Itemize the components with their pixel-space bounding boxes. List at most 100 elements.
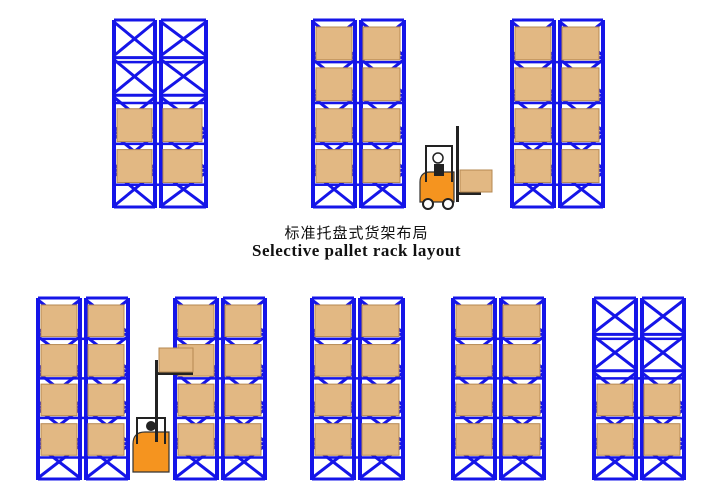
pallet-box <box>177 304 215 338</box>
pallet-box <box>362 67 401 102</box>
rack-beam <box>114 101 206 105</box>
rack-upright <box>682 298 686 480</box>
pallet-box <box>315 108 353 143</box>
pallet-box <box>561 67 600 102</box>
rack-beam <box>114 142 206 146</box>
pallet-box <box>315 149 353 183</box>
pallet-box <box>224 344 262 377</box>
pallet-box <box>40 423 78 456</box>
rack-beam <box>594 416 684 420</box>
pallet-box <box>502 383 541 417</box>
rack-beam <box>175 456 265 459</box>
rack-upright <box>159 20 163 208</box>
rack-upright <box>542 298 546 480</box>
rack-upright <box>78 298 82 480</box>
pallet-box <box>224 383 262 417</box>
rack-upright <box>558 20 562 208</box>
rack-upright <box>204 20 208 208</box>
rack-upright <box>601 20 605 208</box>
rack-upright <box>310 298 314 480</box>
rack-beam <box>453 416 544 420</box>
rack-beam <box>114 60 206 64</box>
pallet-box <box>362 26 401 61</box>
rack-brace <box>160 58 207 95</box>
pallet-box <box>502 304 541 338</box>
rack-upright <box>353 20 357 208</box>
rack-beam <box>512 60 603 64</box>
pallet-boxes-layer <box>40 26 681 456</box>
rack-beam <box>175 416 265 420</box>
rack-brace <box>160 20 207 57</box>
forklift-icon <box>419 126 493 210</box>
rack-beam <box>312 456 403 459</box>
rack-beam <box>512 183 603 186</box>
rack-beam <box>313 60 404 64</box>
pallet-box <box>116 108 153 143</box>
rack-beam <box>175 377 265 380</box>
rack-beam <box>453 377 544 380</box>
rack-beam <box>313 183 404 186</box>
rack-upright <box>112 20 116 208</box>
forklift-fork <box>157 372 193 375</box>
forklift-mast <box>155 360 158 442</box>
rack-brace <box>641 335 685 370</box>
rack-beam <box>38 416 128 420</box>
rack-upright <box>153 20 157 208</box>
pallet-box <box>361 344 400 377</box>
pallet-box <box>455 383 493 417</box>
forklift-mast <box>456 126 459 202</box>
rack-beam <box>312 337 403 341</box>
rack-upright <box>352 298 356 480</box>
pallet-box <box>162 149 203 183</box>
pallet-box <box>315 26 353 61</box>
pallet-box <box>87 344 125 377</box>
rack-beam <box>313 101 404 105</box>
rack-beam <box>312 377 403 380</box>
rack-upright <box>510 20 514 208</box>
pallet-box <box>514 108 552 143</box>
rack-beam <box>313 142 404 146</box>
pallet-box <box>361 383 400 417</box>
rack-beam <box>453 337 544 341</box>
rack-beam <box>594 456 684 459</box>
pallet-box <box>315 67 353 102</box>
forklift-driver <box>432 152 444 164</box>
pallet-box <box>596 383 634 417</box>
rack-beam <box>453 456 544 459</box>
rack-brace <box>641 298 685 334</box>
rack-upright <box>215 298 219 480</box>
pallet-box <box>561 108 600 143</box>
rack-upright <box>311 20 315 208</box>
forklift-icon <box>132 347 194 473</box>
pallet-box <box>314 423 352 456</box>
forklift-body <box>132 431 170 473</box>
pallet-box <box>224 423 262 456</box>
pallet-box <box>514 67 552 102</box>
forklift-cab <box>136 417 166 444</box>
caption-english: Selective pallet rack layout <box>252 241 461 260</box>
rack-upright <box>173 298 177 480</box>
rack-upright <box>402 20 406 208</box>
pallet-box <box>362 149 401 183</box>
pallet-box <box>87 383 125 417</box>
rack-beam <box>114 183 206 186</box>
rack-beam <box>175 337 265 341</box>
pallet-box <box>561 26 600 61</box>
rack-brace <box>593 298 637 334</box>
pallet-box <box>177 383 215 417</box>
rack-upright <box>36 298 40 480</box>
pallet-box <box>314 344 352 377</box>
forklift-fork <box>459 192 481 195</box>
pallet-box <box>314 304 352 338</box>
rack-upright <box>592 298 596 480</box>
rack-beam <box>38 337 128 341</box>
pallet-box <box>514 149 552 183</box>
pallet-box <box>459 169 493 193</box>
pallet-box <box>177 423 215 456</box>
pallet-box <box>40 344 78 377</box>
pallet-box <box>87 423 125 456</box>
rack-upright <box>221 298 225 480</box>
rack-upright <box>499 298 503 480</box>
pallet-box <box>361 304 400 338</box>
forklift-wheel <box>422 198 434 210</box>
